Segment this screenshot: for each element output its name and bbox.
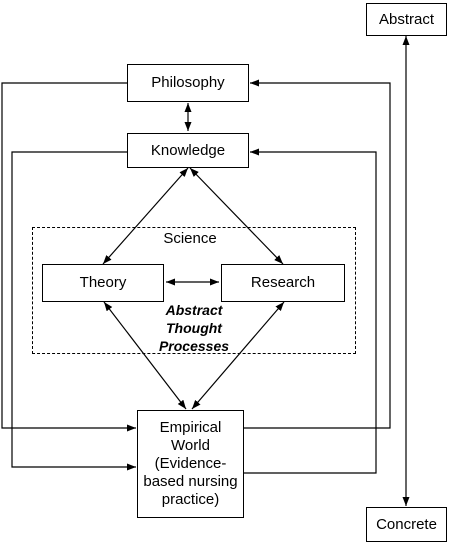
- concrete-box: Concrete: [366, 507, 447, 542]
- empirical-label-line3: (Evidence-: [154, 455, 227, 472]
- theory-empirical-arrow: [103, 301, 187, 410]
- knowledge-to-empirical-loop: [11, 151, 136, 471]
- science-region: [32, 227, 356, 354]
- research-box: Research: [221, 264, 345, 302]
- knowledge-box: Knowledge: [127, 133, 249, 168]
- knowledge-label: Knowledge: [150, 141, 226, 159]
- empirical-to-knowledge-loop: [244, 148, 377, 474]
- research-empirical-arrow: [191, 301, 285, 410]
- theory-box: Theory: [42, 264, 164, 302]
- theory-label: Theory: [79, 274, 127, 291]
- science-label: Science: [163, 230, 217, 247]
- empirical-world-box: Empirical World (Evidence- based nursing…: [137, 410, 244, 518]
- philosophy-label: Philosophy: [151, 74, 225, 91]
- concrete-label: Concrete: [376, 515, 437, 533]
- empirical-label-line5: practice): [161, 491, 220, 508]
- abstract-thought-line2: Thought: [166, 320, 222, 336]
- abstract-box: Abstract: [366, 3, 447, 36]
- empirical-label-line1: Empirical: [159, 419, 222, 436]
- philosophy-box: Philosophy: [127, 64, 249, 102]
- philosophy-to-empirical-loop: [1, 82, 136, 432]
- empirical-to-philosophy-loop: [244, 79, 391, 429]
- knowledge-theory-arrow: [102, 167, 189, 265]
- abstract-thought-processes-label: Abstract Thought Processes: [140, 301, 248, 355]
- abstract-thought-line1: Abstract: [165, 302, 223, 318]
- knowledge-research-arrow: [189, 167, 284, 265]
- empirical-label-line4: based nursing: [143, 473, 238, 490]
- abstract-thought-line3: Processes: [158, 338, 230, 354]
- empirical-label-line2: World: [171, 437, 210, 454]
- abstract-label: Abstract: [378, 10, 435, 28]
- research-label: Research: [250, 274, 316, 291]
